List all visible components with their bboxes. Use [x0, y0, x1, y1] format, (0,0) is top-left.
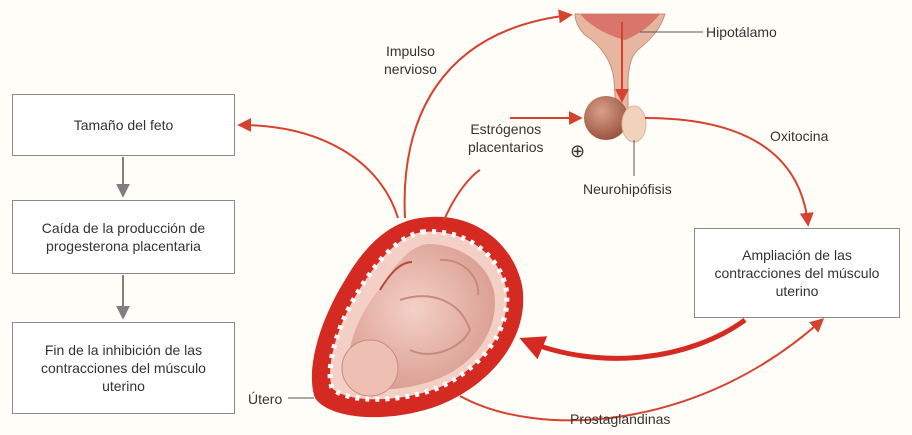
hypothalamus-pituitary-drawing [575, 14, 665, 142]
oxytocin-label: Oxitocina [770, 127, 828, 145]
neurohypophysis-label: Neurohipófisis [583, 180, 672, 198]
nerve-impulse-label: Impulso nervioso [384, 42, 437, 78]
uterus-label: Útero [248, 390, 282, 408]
placental-estrogens-label: Estrógenos placentarios [468, 120, 544, 156]
uterus-to-fetus-size-arrow [240, 125, 398, 218]
hypothalamus-label: Hipotálamo [706, 23, 777, 41]
estrogen-arrow [444, 170, 480, 220]
uterus-fetus-drawing [312, 217, 523, 417]
plus-sign: ⊕ [570, 142, 585, 160]
amplification-to-uterus-arrow [524, 320, 745, 358]
prostaglandins-label: Prostaglandinas [570, 410, 670, 428]
